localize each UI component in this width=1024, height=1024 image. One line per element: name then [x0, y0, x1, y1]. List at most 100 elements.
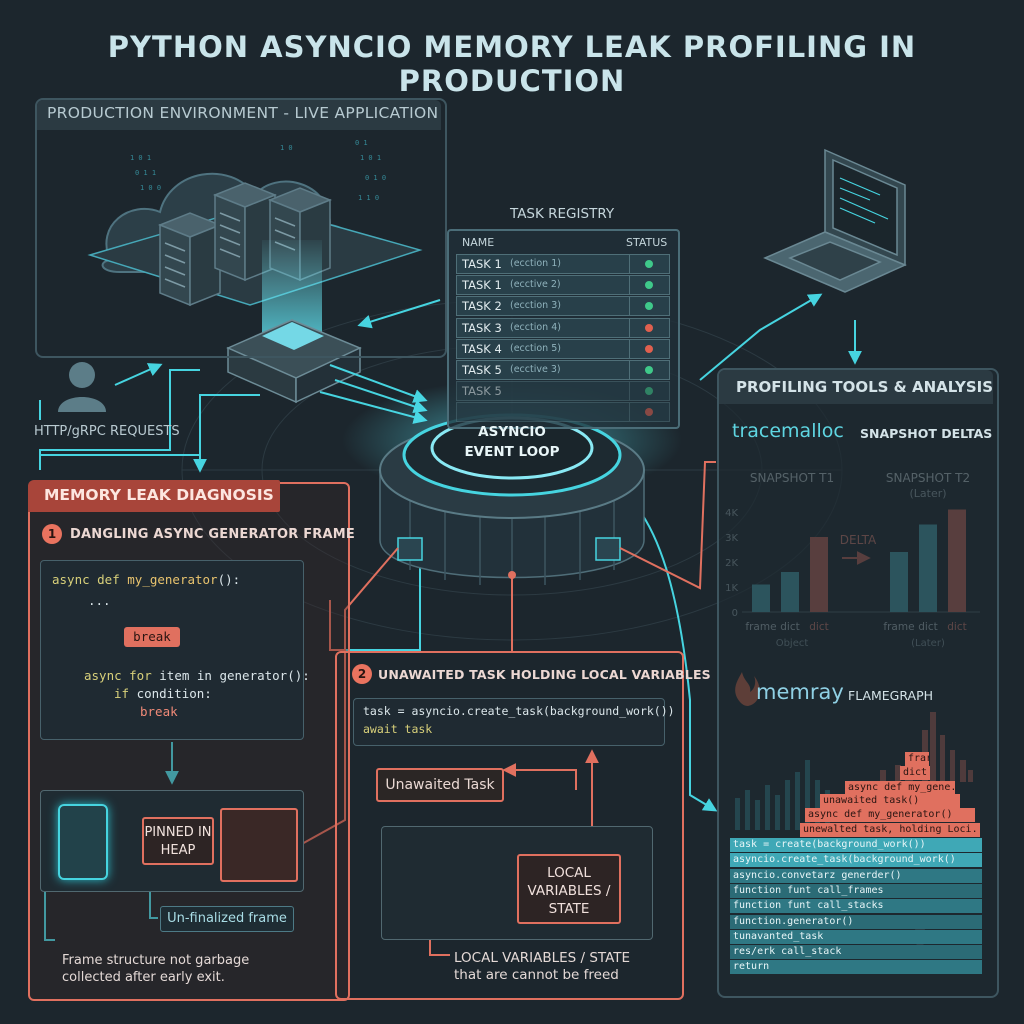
section1-note: Frame structure not garbage collected af… [62, 953, 250, 985]
svg-text:1 1 0: 1 1 0 [358, 194, 379, 202]
production-label: PRODUCTION ENVIRONMENT - LIVE APPLICATIO… [47, 104, 439, 122]
registry-task-name: TASK 3 [462, 320, 502, 335]
profiling-header [719, 370, 993, 404]
registry-col-status: STATUS [626, 236, 668, 249]
code-fn-name: my_generator [127, 572, 218, 587]
registry-task-name: TASK 2 [462, 299, 502, 314]
flame-frame: task = create(background_work()) [730, 838, 982, 852]
registry-divider [629, 403, 630, 422]
flame-frame: function.generator() [730, 914, 982, 929]
svg-text:1 0 1: 1 0 1 [360, 154, 381, 162]
code-line-break: break [140, 704, 178, 719]
code2-line1: task = asyncio.create_task(background_wo… [363, 704, 675, 718]
status-dot-red [645, 323, 653, 332]
registry-task-phase: (ecctive 3) [510, 364, 561, 375]
registry-row: TASK 5 (ecctive 3) [456, 360, 670, 380]
registry-divider [629, 361, 630, 379]
flame-frame-hot: dict [900, 766, 930, 780]
registry-row: TASK 5 [456, 381, 670, 402]
task-registry-title: TASK REGISTRY [510, 206, 615, 222]
svg-text:0 1: 0 1 [355, 139, 368, 147]
flame-frame-hot: async def my_gene... [845, 781, 955, 795]
flame-frame-hot: async def my_generator() [805, 808, 975, 822]
flame-frame: asyncio.convetarz generder() [730, 868, 982, 883]
registry-divider [629, 318, 630, 337]
registry-row: TASK 4 (ecction 5) [456, 338, 670, 359]
code-line-for: async for item in generator(): [84, 668, 310, 683]
warning-box [220, 808, 298, 882]
memray-subtitle: FLAMEGRAPH [848, 688, 934, 703]
registry-task-phase: (ecctive 2) [510, 279, 561, 291]
section2-title: UNAWAITED TASK HOLDING LOCAL VARIABLES [378, 667, 711, 682]
flame-frame-hot: frar... [905, 752, 929, 766]
svg-text:1 0 0: 1 0 0 [140, 184, 161, 192]
registry-divider [629, 276, 630, 295]
registry-col-name: NAME [462, 236, 495, 249]
generator-frame [58, 804, 108, 880]
status-dot-green [645, 302, 653, 311]
flame-frame: return [730, 960, 982, 975]
status-dot-green [645, 281, 653, 290]
diagnosis-header-label: MEMORY LEAK DIAGNOSIS [44, 486, 274, 504]
flame-frame: tunavanted_task [730, 929, 982, 944]
flame-frame: asyncio.create_task(background_work() [730, 853, 982, 868]
svg-text:0 1 1: 0 1 1 [135, 169, 156, 177]
registry-divider [629, 297, 630, 316]
code-kw-async-def: async def [52, 572, 128, 587]
status-dot-green [645, 366, 653, 374]
profiling-title: PROFILING TOOLS & ANALYSIS [736, 378, 994, 396]
flame-frame: res/erk call_stack [730, 945, 982, 960]
status-dot-red [645, 408, 653, 417]
registry-divider [629, 255, 630, 273]
break-badge: break [124, 627, 180, 647]
unawaited-task-label: Unawaited Task [376, 768, 504, 802]
flame-frame-hot: unewalted task, holding Loci... [800, 823, 980, 837]
registry-task-name: TASK 5 [462, 363, 502, 377]
section1-title: DANGLING ASYNC GENERATOR FRAME [70, 527, 355, 542]
registry-task-phase: (ecction 5) [510, 342, 561, 354]
code-line-ellipsis: ... [88, 593, 111, 608]
status-dot-green [645, 260, 653, 268]
local-variables-box: LOCAL VARIABLES / STATE [517, 854, 621, 924]
registry-divider [629, 382, 630, 401]
page-title: PYTHON ASYNCIO MEMORY LEAK PROFILING IN … [107, 30, 917, 98]
registry-row: TASK 1 (ecctive 2) [456, 275, 670, 296]
code-kw-if: if [114, 686, 137, 701]
registry-task-name: TASK 5 [462, 384, 502, 399]
tracemalloc-subtitle: SNAPSHOT DELTAS [860, 426, 993, 441]
registry-row [456, 402, 670, 423]
pinned-in-heap-label: PINNED IN HEAP [142, 817, 214, 865]
laptop-icon [763, 148, 907, 293]
registry-row: TASK 3 (ecction 4) [456, 317, 670, 338]
registry-task-name: TASK 1 [462, 278, 502, 293]
unfinalized-frame-label: Un-finalized frame [160, 906, 294, 932]
code-if-rest: condition: [136, 686, 212, 701]
hub-device-icon [226, 319, 362, 404]
section2-note: LOCAL VARIABLES / STATE that are cannot … [454, 950, 631, 983]
code-kw-async-for: async for [84, 668, 160, 683]
svg-text:0 1 0: 0 1 0 [365, 174, 386, 182]
section1-code-block [40, 560, 304, 740]
memray-title: memray [756, 680, 844, 704]
event-loop-line1: ASYNCIO [478, 424, 546, 440]
section1-number: 1 [42, 524, 62, 544]
registry-task-phase: (ecction 4) [510, 321, 561, 333]
section2-code-block [353, 698, 665, 746]
svg-text:1 0 1: 1 0 1 [130, 154, 151, 162]
production-panel [35, 98, 447, 358]
event-loop-label: ASYNCIO EVENT LOOP [440, 422, 584, 462]
registry-row: TASK 1 (ecction 1) [456, 254, 670, 274]
registry-task-name: TASK 4 [462, 341, 502, 356]
registry-task-phase: (ecction 3) [510, 300, 561, 312]
diagnosis-header [28, 480, 280, 512]
section2-panel [335, 651, 684, 1000]
code-line-if: if condition: [114, 686, 212, 701]
code-def-rest: (): [217, 572, 241, 587]
registry-task-phase: (ecction 1) [510, 258, 561, 269]
status-dot-green [645, 387, 653, 396]
section2-number: 2 [352, 664, 372, 684]
registry-divider [629, 339, 630, 358]
flame-frame: function funt call_frames [730, 883, 982, 898]
event-loop-line2: EVENT LOOP [464, 444, 560, 460]
registry-task-name: TASK 1 [462, 257, 502, 271]
